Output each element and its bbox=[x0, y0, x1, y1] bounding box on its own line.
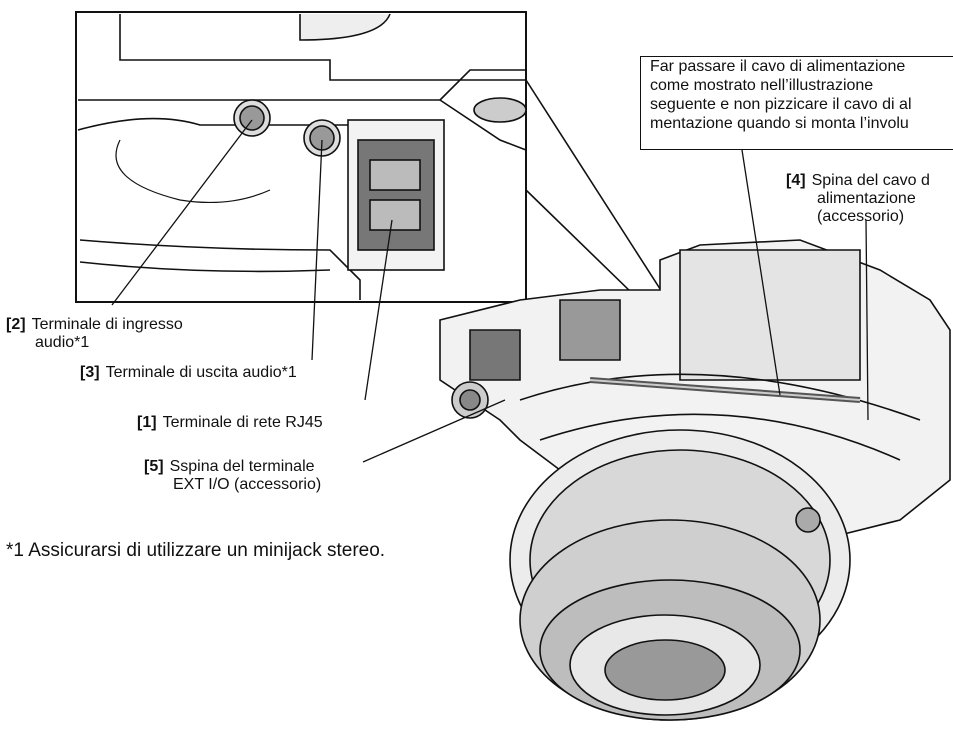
label-number: [3] bbox=[80, 364, 100, 381]
note-line: mentazione quando si monta l’involu bbox=[650, 115, 909, 132]
label-number: [1] bbox=[137, 414, 157, 431]
label-power-cable-plug: [4] Spina del cavo d alimentazione (acces… bbox=[786, 172, 930, 226]
dome-camera-body bbox=[439, 239, 951, 721]
label-number: [5] bbox=[144, 458, 164, 475]
note-line: seguente e non pizzicare il cavo di al bbox=[650, 96, 912, 113]
label-text: Spina del cavo d bbox=[811, 172, 930, 189]
label-text: alimentazione bbox=[817, 190, 916, 207]
label-leader-lines bbox=[111, 119, 869, 463]
label-number: [2] bbox=[6, 316, 26, 333]
label-text: Sspina del terminale bbox=[169, 458, 315, 475]
note-line: Far passare il cavo di alimentazione bbox=[650, 58, 906, 75]
label-text: Terminale di rete RJ45 bbox=[162, 414, 323, 431]
label-rj45-network-terminal: [1] Terminale di rete RJ45 bbox=[137, 414, 323, 432]
label-text: audio*1 bbox=[35, 334, 90, 351]
label-text: Terminale di ingresso bbox=[31, 316, 183, 333]
note-line: come mostrato nell’illustrazione bbox=[650, 77, 874, 94]
power-cable-note: Far passare il cavo di alimentazione com… bbox=[640, 56, 953, 150]
terminal-closeup-inset bbox=[75, 11, 527, 303]
footnote-minijack: *1 Assicurarsi di utilizzare un minijack… bbox=[6, 540, 386, 561]
label-ext-io-terminal-plug: [5] Sspina del terminale EXT I/O (accesso… bbox=[144, 458, 321, 494]
label-audio-output-terminal: [3] Terminale di uscita audio*1 bbox=[80, 364, 297, 382]
label-number: [4] bbox=[786, 172, 806, 189]
label-text: EXT I/O (accessorio) bbox=[173, 476, 322, 493]
label-text: (accessorio) bbox=[817, 208, 905, 225]
label-audio-input-terminal: [2] Terminale di ingresso audio*1 bbox=[6, 316, 183, 352]
label-text: Terminale di uscita audio*1 bbox=[105, 364, 297, 381]
